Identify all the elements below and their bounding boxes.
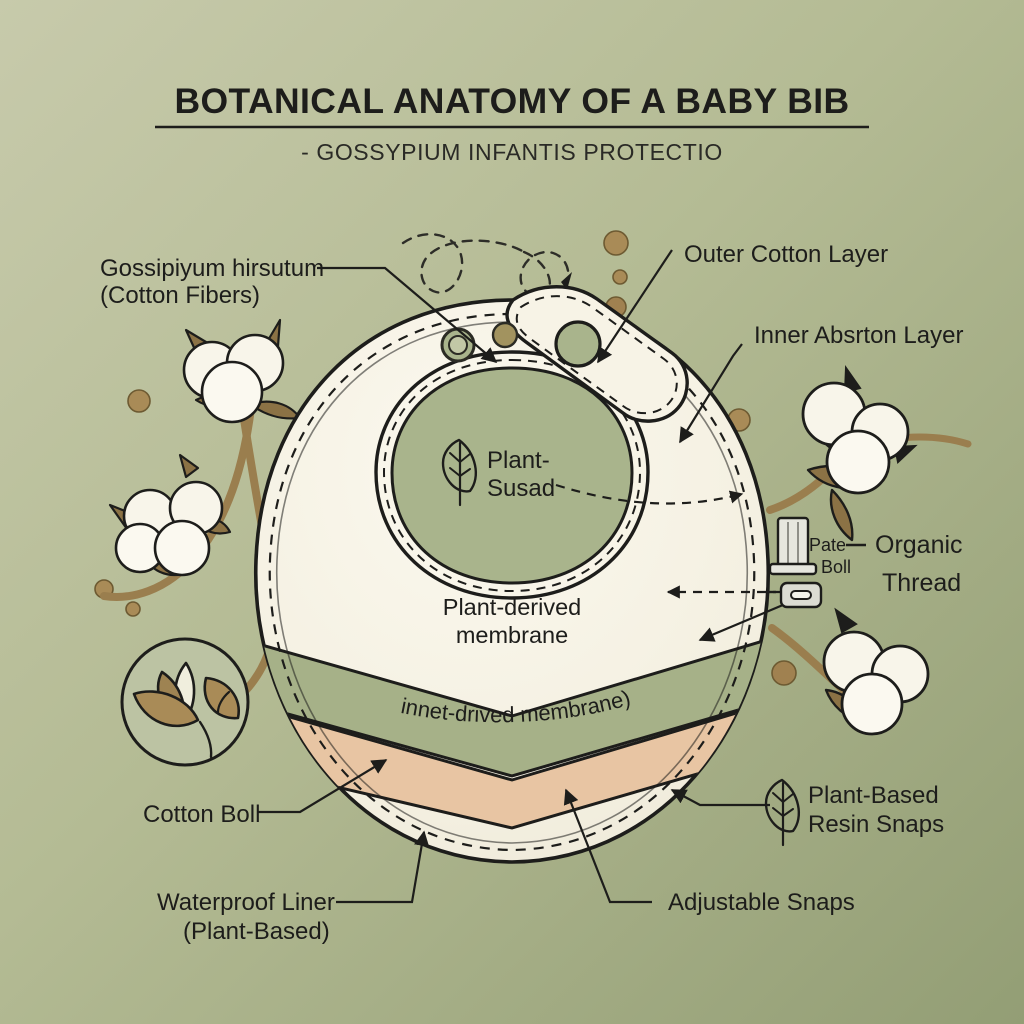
leader-plant-susad <box>555 483 744 505</box>
bract <box>178 453 200 479</box>
cotton-boll <box>182 318 302 424</box>
leader-cotton-fibers <box>317 266 498 363</box>
decorative-dashed-swirl <box>401 233 570 298</box>
outer-stitch-line <box>268 312 756 852</box>
neck-opening-hole <box>390 366 634 585</box>
page-title: BOTANICAL ANATOMY OF A BABY BIB <box>174 81 849 121</box>
leaf-icon <box>441 438 478 507</box>
neck-stitch-line <box>382 358 642 593</box>
adjustable-snaps-group[interactable] <box>440 321 519 363</box>
snap-button[interactable] <box>491 321 519 349</box>
label-pate-boll-line2: Boll <box>821 557 851 577</box>
label-resin-snaps-line2: Resin Snaps <box>808 811 944 838</box>
baby-bib-diagram <box>254 285 770 864</box>
boll-puff <box>825 429 891 495</box>
seed-cluster-icon <box>120 637 250 767</box>
plant-derived-membrane-band <box>255 627 769 778</box>
dot <box>125 601 141 617</box>
bib-inner-contour <box>275 321 749 844</box>
boll-puff <box>840 672 904 736</box>
boll-puff <box>153 519 211 577</box>
label-outer-cotton-layer: Outer Cotton Layer <box>684 241 888 268</box>
dot <box>771 660 797 686</box>
boll-puff <box>200 360 264 424</box>
plant-derived-membrane-label-line1: Plant-derived <box>443 594 581 620</box>
cotton-boll <box>822 607 930 736</box>
label-organic-thread-line1: Organic <box>875 531 963 559</box>
plant-derived-membrane-label-line2: membrane <box>456 622 568 648</box>
label-pate-boll-line1: Pate <box>809 535 846 555</box>
label-waterproof-liner-line1: Waterproof Liner <box>157 889 335 916</box>
plant-susad-label-line2: Susad <box>487 475 555 502</box>
strap-button-hole[interactable] <box>554 320 602 368</box>
leader-organic-thread-2 <box>698 600 791 642</box>
leader-resin-snaps <box>670 789 770 807</box>
leaf-icon <box>764 778 801 847</box>
title-block: BOTANICAL ANATOMY OF A BABY BIB - GOSSYP… <box>155 81 869 165</box>
leader-outer-cotton <box>597 249 673 364</box>
adjustable-strap-tab[interactable] <box>505 285 689 423</box>
cotton-boll <box>108 453 232 577</box>
bract <box>829 488 854 542</box>
label-inner-absorption-layer: Inner Absrton Layer <box>754 322 963 349</box>
leader-waterproof-liner <box>336 830 430 904</box>
waterproof-liner-band <box>255 691 769 830</box>
label-cotton-boll: Cotton Boll <box>143 801 260 828</box>
label-cotton-fibers-line1: Gossipiyum hirsutum <box>100 255 324 282</box>
decorative-dots-group <box>94 230 797 686</box>
leader-adjustable-snaps <box>563 788 652 904</box>
label-resin-snaps-line1: Plant-Based <box>808 782 939 809</box>
snap-buckle-icon <box>766 581 823 609</box>
plant-susad-label-line1: Plant- <box>487 447 550 474</box>
label-waterproof-liner-line2: (Plant-Based) <box>183 918 330 945</box>
cotton-boll <box>801 365 918 542</box>
dot <box>612 269 628 285</box>
label-organic-thread-line2: Thread <box>882 569 961 597</box>
label-cotton-fibers-line2: (Cotton Fibers) <box>100 282 260 309</box>
thread-spool-icon <box>768 516 818 576</box>
bract <box>834 607 858 634</box>
label-adjustable-snaps: Adjustable Snaps <box>668 889 855 916</box>
leader-inner-absorption <box>679 343 743 444</box>
callout-leaders <box>258 249 791 904</box>
dot <box>127 389 151 413</box>
cotton-plant-right <box>766 365 972 736</box>
snap-button-inner <box>448 335 468 355</box>
page-subtitle: - GOSSYPIUM INFANTIS PROTECTIO <box>301 139 723 165</box>
leader-cotton-boll <box>258 759 388 814</box>
dot <box>603 230 629 256</box>
